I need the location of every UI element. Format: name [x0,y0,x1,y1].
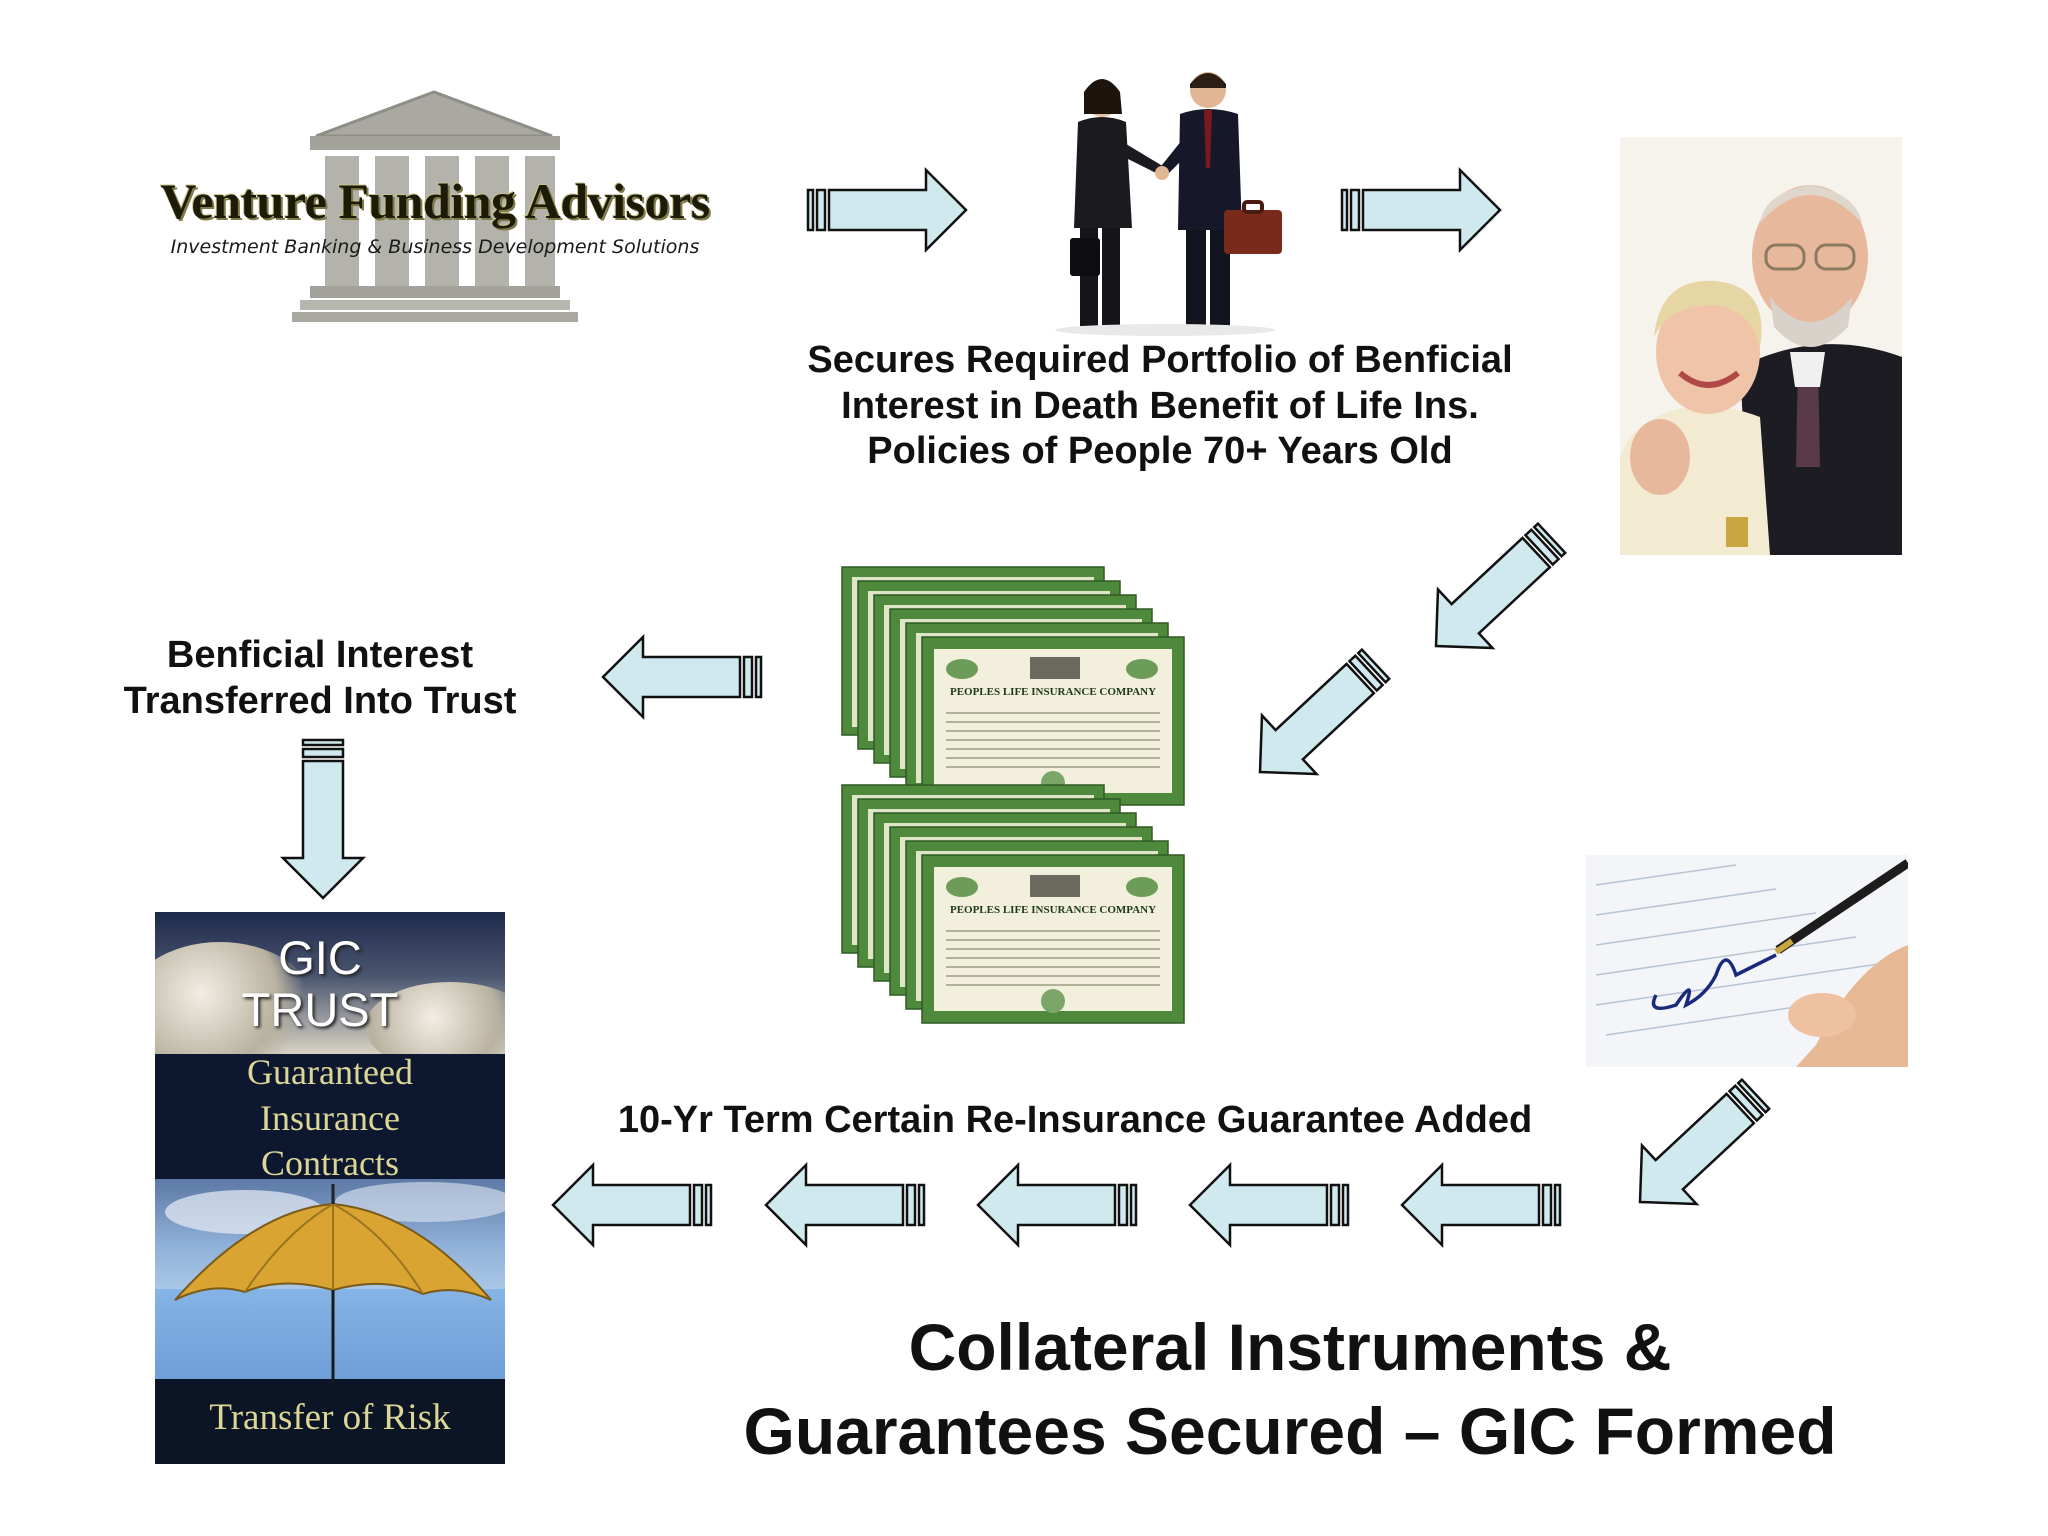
logo-tagline: Investment Banking & Business Developmen… [170,236,700,258]
gic-title-line2: TRUST [241,982,399,1036]
certificate-stack-graphic: PEOPLES LIFE INSURANCE COMPANY PEOPLES LI… [841,566,1185,1024]
elderly-couple-image [1620,137,1902,555]
venture-funding-advisors-logo: Venture Funding Advisors Investment Bank… [120,88,750,328]
arrow-down-left-icon [1611,1063,1785,1233]
certificate-company-name: PEOPLES LIFE INSURANCE COMPANY [950,686,1156,698]
signing-document-image [1586,855,1908,1067]
handshake-image [1040,48,1290,338]
logo-name: Venture Funding Advisors [160,173,710,229]
arrow-left-icon [1188,1163,1350,1247]
arrow-down-icon [281,738,365,900]
secures-portfolio-label: Secures Required Portfolio of Benficial … [730,338,1590,475]
insurance-certificates-stack: PEOPLES LIFE INSURANCE COMPANY PEOPLES LI… [840,565,1200,1045]
arrow-left-icon [551,1163,713,1247]
headline: Collateral Instruments & Guarantees Secu… [690,1306,1890,1474]
beneficial-transfer-label: Benficial Interest Transferred Into Trus… [90,633,550,724]
arrow-right-icon [806,168,968,252]
arrow-left-icon [976,1163,1138,1247]
arrow-left-icon [1400,1163,1562,1247]
arrow-down-left-icon [1231,633,1405,803]
gic-title: GIC TRUST [155,932,485,1035]
gic-trust-poster: GIC TRUST Guaranteed Insurance Contracts… [155,912,505,1464]
label-line: Benficial Interest [166,634,474,676]
arrow-left-icon [601,635,763,719]
gic-title-line1: GIC [278,931,362,984]
umbrella-icon [165,1182,505,1382]
reinsurance-guarantee-label: 10-Yr Term Certain Re-Insurance Guarante… [585,1098,1565,1144]
gic-subtitle: Guaranteed Insurance Contracts [155,1050,505,1187]
bank-building-icon [292,90,578,322]
label-line: Secures Required Portfolio of Benficial [807,339,1513,381]
gic-footer: Transfer of Risk [209,1397,451,1438]
label-line: Policies of People 70+ Years Old [867,430,1453,473]
headline-line: Collateral Instruments & [908,1310,1672,1384]
insurance-certificate: PEOPLES LIFE INSURANCE COMPANY [921,636,1185,806]
gic-subtitle-line: Guaranteed [247,1052,413,1092]
arrow-left-icon [764,1163,926,1247]
arrow-right-icon [1340,168,1502,252]
headline-line: Guarantees Secured – GIC Formed [743,1393,1837,1468]
label-line: 10-Yr Term Certain Re-Insurance Guarante… [617,1099,1533,1141]
gic-subtitle-line: Insurance [260,1097,400,1138]
gic-subtitle-line: Contracts [261,1143,399,1184]
label-line: Transferred Into Trust [123,679,517,722]
insurance-certificate: PEOPLES LIFE INSURANCE COMPANY [921,854,1185,1024]
arrow-down-left-icon [1407,507,1581,677]
certificate-company-name: PEOPLES LIFE INSURANCE COMPANY [950,904,1156,916]
label-line: Interest in Death Benefit of Life Ins. [841,384,1479,427]
